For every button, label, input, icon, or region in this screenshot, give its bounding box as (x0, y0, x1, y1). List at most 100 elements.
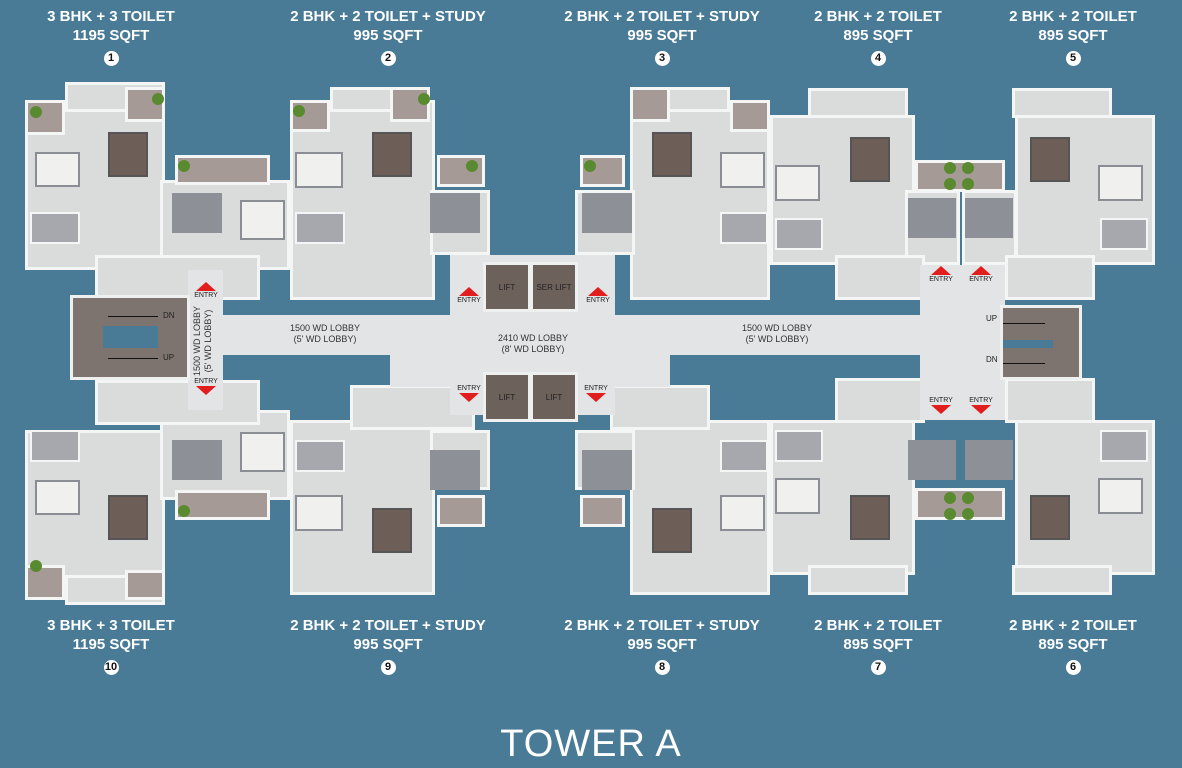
bed-icon (240, 432, 285, 472)
balcony (125, 570, 165, 600)
bed-icon (775, 165, 820, 201)
plant-icon (944, 162, 956, 174)
sofa-icon (582, 193, 632, 233)
bed-icon (372, 508, 412, 553)
unit-number-badge: 3 (654, 51, 670, 66)
balcony (175, 490, 270, 520)
lobby-bottom-left (390, 352, 450, 387)
lift-top-left[interactable]: LIFT (483, 262, 531, 312)
entry-marker-unit-9[interactable]: ENTRY (449, 384, 489, 402)
arrow-icon (108, 358, 158, 359)
unit-number-badge: 7 (870, 660, 886, 675)
bed-icon (1098, 478, 1143, 514)
lift-bottom-right[interactable]: LIFT (530, 372, 578, 422)
entry-arrow-icon (971, 266, 991, 275)
unit-7-kitchen (835, 378, 925, 423)
unit-label-4: 2 BHK + 2 TOILET 895 SQFT 4 (814, 8, 942, 66)
sofa-icon (908, 198, 956, 238)
unit-5-annex (1012, 88, 1112, 118)
toilet (30, 212, 80, 244)
balcony (915, 488, 1005, 520)
unit-label-2: 2 BHK + 2 TOILET + STUDY 995 SQFT 2 (290, 8, 486, 66)
unit-number-badge: 10 (103, 660, 119, 675)
unit-label-9: 2 BHK + 2 TOILET + STUDY 995 SQFT 9 (290, 617, 486, 675)
bed-icon (850, 495, 890, 540)
entry-arrow-icon (459, 287, 479, 296)
unit-4-kitchen (835, 255, 925, 300)
plant-icon (178, 160, 190, 172)
entry-arrow-icon (971, 405, 991, 414)
plant-icon (962, 508, 974, 520)
stair-label-up: UP (163, 353, 175, 362)
lift-bottom-left[interactable]: LIFT (483, 372, 531, 422)
unit-6-kitchen (1005, 378, 1095, 423)
unit-label-10: 3 BHK + 3 TOILET 1195 SQFT 10 (47, 617, 175, 675)
entry-marker-unit-2[interactable]: ENTRY (449, 287, 489, 305)
bed-icon (652, 508, 692, 553)
unit-number-badge: 2 (380, 51, 396, 66)
unit-number-badge: 8 (654, 660, 670, 675)
stair-well (1003, 340, 1053, 348)
bed-icon (35, 152, 80, 187)
bed-icon (295, 495, 343, 531)
stair-label-up: UP (986, 314, 998, 323)
plant-icon (152, 93, 164, 105)
entry-marker-unit-3[interactable]: ENTRY (578, 287, 618, 305)
bed-icon (720, 152, 765, 188)
unit-4-annex (808, 88, 908, 118)
bed-icon (775, 478, 820, 514)
bed-icon (372, 132, 412, 177)
entry-arrow-icon (196, 386, 216, 395)
unit-label-8: 2 BHK + 2 TOILET + STUDY 995 SQFT 8 (564, 617, 760, 675)
bed-icon (295, 152, 343, 188)
sofa-icon (908, 440, 956, 480)
staircase-left[interactable]: DN UP (70, 295, 190, 380)
toilet (295, 212, 345, 244)
lobby-label-right: 1500 WD LOBBY (5' WD LOBBY) (741, 323, 813, 344)
entry-marker-unit-1[interactable]: ENTRY (186, 282, 226, 300)
bed-icon (850, 137, 890, 182)
toilet (720, 212, 768, 244)
staircase-right[interactable] (1000, 305, 1082, 380)
plant-icon (944, 508, 956, 520)
entry-marker-unit-7[interactable]: ENTRY (921, 396, 961, 414)
unit-8-kitchen (610, 385, 710, 430)
stair-label-dn: DN (986, 355, 998, 364)
plant-icon (962, 492, 974, 504)
unit-number-badge: 1 (103, 51, 119, 66)
unit-10-kitchen (95, 380, 260, 425)
lobby-label-center: 2410 WD LOBBY (8' WD LOBBY) (497, 333, 569, 354)
entry-marker-unit-5[interactable]: ENTRY (961, 266, 1001, 284)
entry-marker-unit-10[interactable]: ENTRY (186, 377, 226, 395)
arrow-icon (1003, 363, 1045, 364)
lobby-bottom-right (610, 352, 670, 387)
plant-icon (178, 505, 190, 517)
toilet (1100, 218, 1148, 250)
arrow-icon (1003, 323, 1045, 324)
entry-arrow-icon (196, 282, 216, 291)
sofa-icon (965, 198, 1013, 238)
unit-number-badge: 5 (1065, 51, 1081, 66)
plant-icon (293, 105, 305, 117)
sofa-icon (430, 450, 480, 490)
right-lobby (920, 265, 1005, 420)
sofa-icon (582, 450, 632, 490)
plant-icon (962, 162, 974, 174)
balcony (437, 495, 485, 527)
unit-label-3: 2 BHK + 2 TOILET + STUDY 995 SQFT 3 (564, 8, 760, 66)
balcony (915, 160, 1005, 192)
stair-label-dn: DN (163, 311, 175, 320)
unit-label-6: 2 BHK + 2 TOILET 895 SQFT 6 (1009, 617, 1137, 675)
entry-marker-unit-4[interactable]: ENTRY (921, 266, 961, 284)
plant-icon (30, 106, 42, 118)
bed-icon (1098, 165, 1143, 201)
toilet (720, 440, 768, 472)
sofa-icon (430, 193, 480, 233)
entry-marker-unit-6[interactable]: ENTRY (961, 396, 1001, 414)
entry-arrow-icon (586, 393, 606, 402)
plant-icon (30, 560, 42, 572)
plant-icon (944, 492, 956, 504)
service-lift-top-right[interactable]: SER LIFT (530, 262, 578, 312)
stair-well (103, 326, 158, 348)
entry-marker-unit-8[interactable]: ENTRY (576, 384, 616, 402)
